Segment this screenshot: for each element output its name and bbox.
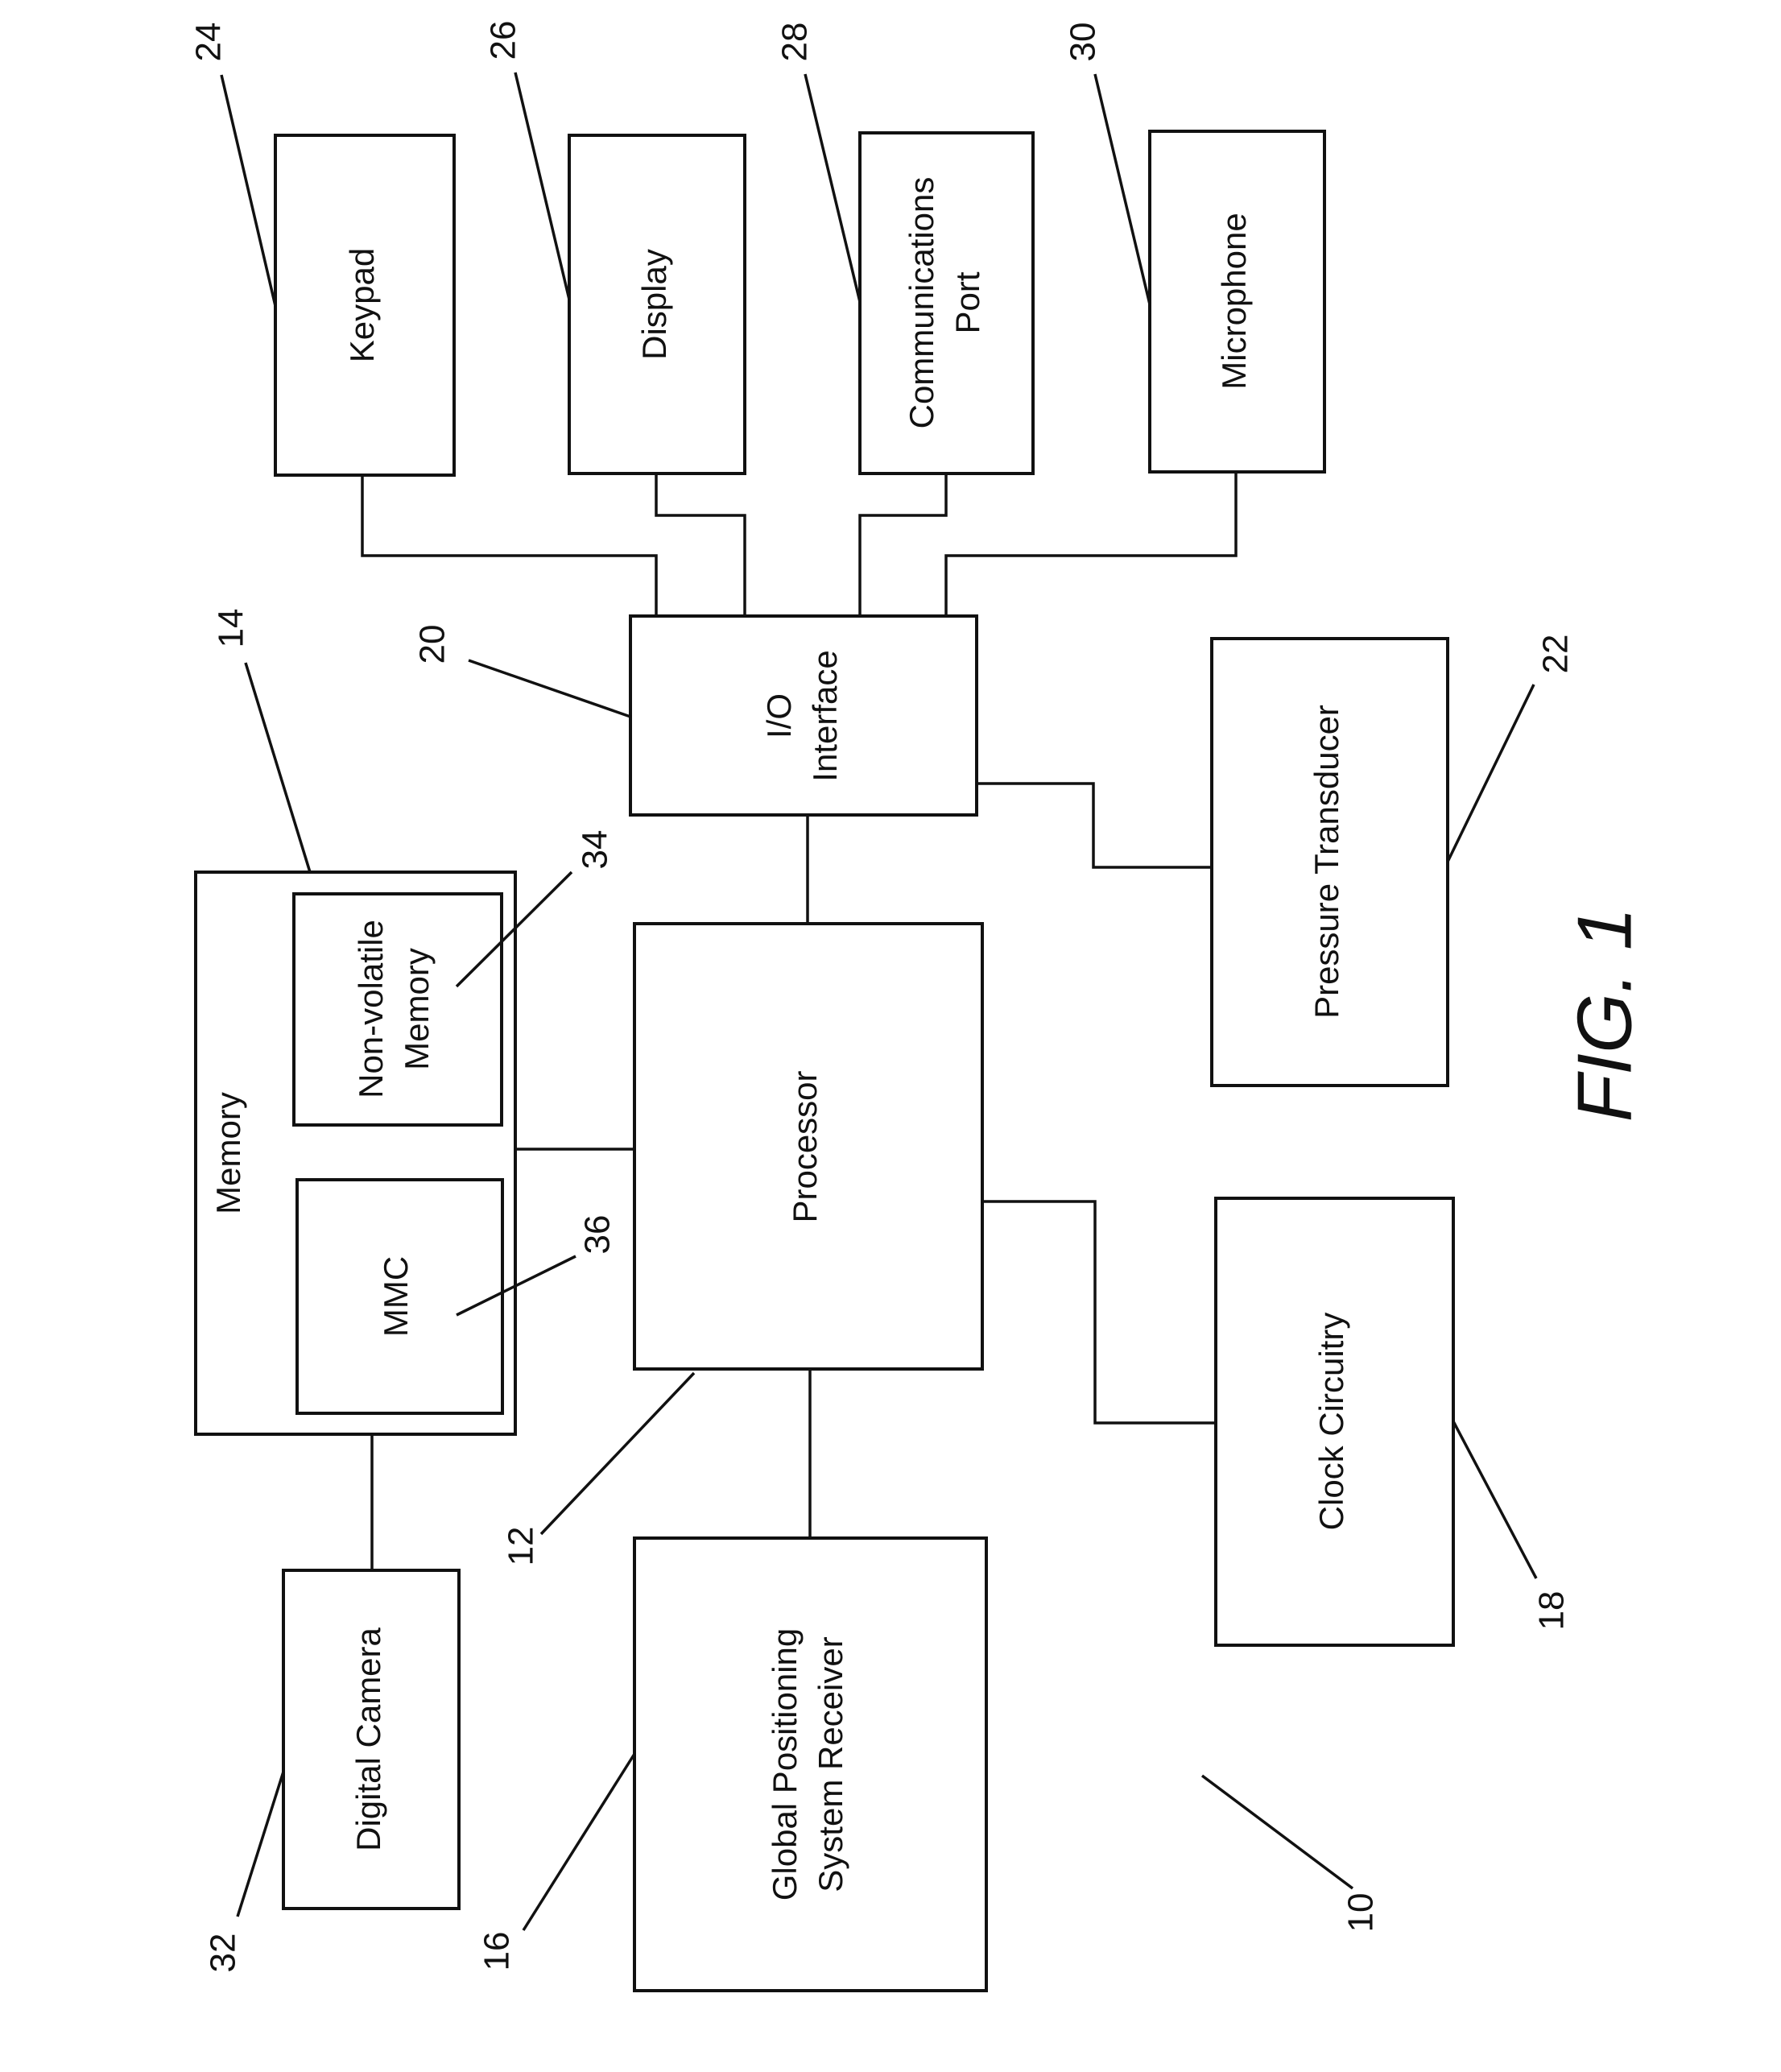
io-label-line2: Interface [806,650,844,781]
pressure-transducer-label: Pressure Transducer [1308,705,1345,1019]
leader-26 [515,72,569,300]
keypad-label: Keypad [343,248,381,362]
ref-30: 30 [1064,23,1103,62]
ref-14: 14 [212,609,251,648]
microphone-block: Microphone [1150,131,1324,472]
leader-24 [221,75,275,306]
ref-16: 16 [477,1932,517,1971]
nonvolatile-label-line2: Memory [398,948,436,1070]
io-label-line1: I/O [760,693,798,738]
leader-32 [238,1772,283,1917]
display-block: Display [569,135,745,474]
ref-36: 36 [578,1215,618,1255]
ref-12: 12 [502,1527,541,1566]
leader-14 [246,663,310,872]
leader-20 [469,660,630,717]
mmc-label: MMC [377,1256,415,1337]
ref-22: 22 [1536,635,1576,674]
microphone-label: Microphone [1215,213,1253,389]
leader-10 [1202,1776,1353,1888]
pressure-transducer-block: Pressure Transducer [1212,639,1448,1086]
wire-mic-io [946,474,1236,616]
ref-34: 34 [576,830,615,870]
ref-32: 32 [204,1933,243,1973]
clock-circuitry-label: Clock Circuitry [1312,1313,1350,1531]
mmc-block: MMC [297,1180,502,1413]
ref-28: 28 [775,23,815,62]
memory-label: Memory [209,1092,247,1214]
nonvolatile-memory-block: Non-volatile Memory [294,894,502,1125]
io-interface-block: I/O Interface [630,616,977,815]
display-label: Display [635,249,673,360]
processor-block: Processor [634,924,982,1369]
keypad-block: Keypad [275,135,454,475]
gps-receiver-block: Global Positioning System Receiver [634,1538,986,1991]
ref-18: 18 [1532,1591,1572,1631]
ref-20: 20 [413,625,452,664]
comm-port-label-line2: Port [948,271,986,333]
leader-18 [1453,1421,1536,1578]
comm-port-block: Communications Port [860,133,1033,474]
wire-keypad-io [362,474,656,616]
wire-io-pressure [977,784,1212,867]
digital-camera-label: Digital Camera [349,1627,387,1851]
processor-label: Processor [786,1070,824,1222]
clock-circuitry-block: Clock Circuitry [1216,1198,1453,1645]
wire-comm-io [860,474,946,616]
leader-16 [523,1754,634,1930]
leader-12 [541,1373,694,1534]
nonvolatile-label-line1: Non-volatile [352,920,390,1098]
ref-10: 10 [1341,1893,1381,1933]
gps-label-line2: System Receiver [812,1636,849,1892]
leader-22 [1448,684,1534,862]
gps-label-line1: Global Positioning [766,1628,804,1901]
digital-camera-block: Digital Camera [283,1570,459,1909]
ref-26: 26 [484,21,523,60]
leader-30 [1095,74,1150,304]
leader-28 [805,74,860,302]
wire-display-io [656,474,745,616]
wire-processor-clock [982,1201,1216,1423]
comm-port-label-line1: Communications [903,177,940,429]
ref-24: 24 [189,23,229,62]
figure-label: FIG. 1 [1561,908,1647,1123]
